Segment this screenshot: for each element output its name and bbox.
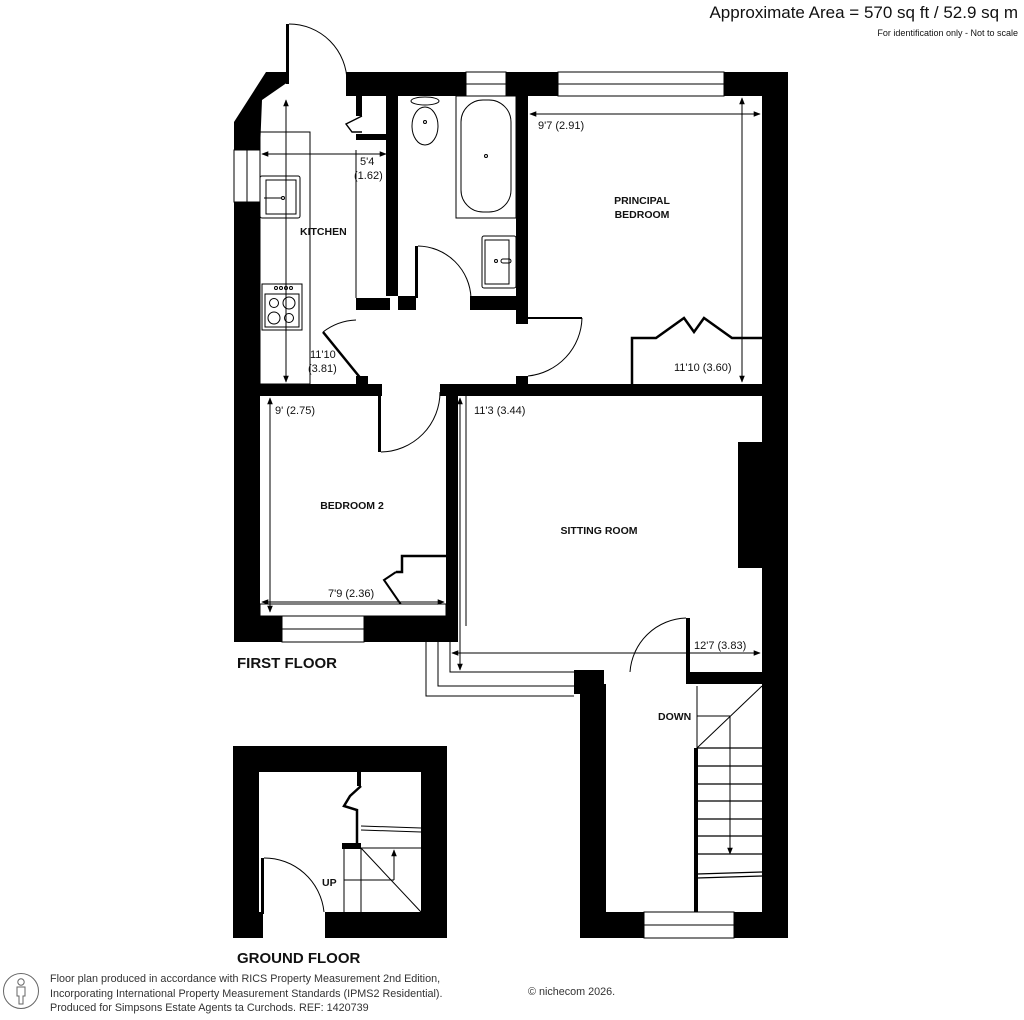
room-label-sitting-room: SITTING ROOM <box>561 525 638 537</box>
dim-principal-width: 9'7 (2.91) <box>538 120 584 132</box>
first-floor-label: FIRST FLOOR <box>237 655 337 672</box>
scale-disclaimer: For identification only - Not to scale <box>877 28 1018 38</box>
footer-credits: Floor plan produced in accordance with R… <box>50 972 442 1016</box>
dim-bedroom2-length: 9' (2.75) <box>275 405 315 417</box>
dim-sitting-width: 12'7 (3.83) <box>694 640 746 652</box>
dim-kitchen-length: 11'10 <box>310 349 336 361</box>
room-label-bedroom-2: BEDROOM 2 <box>320 500 384 512</box>
footer: Floor plan produced in accordance with R… <box>0 968 1024 1020</box>
stairs-up-label: UP <box>322 877 337 889</box>
dim-principal-length: 11'10 (3.60) <box>674 362 732 374</box>
floor-plan: KITCHEN 5'4 (1.62) 11'10 (3.81) PRINCIPA… <box>233 23 788 967</box>
stairs-down-label: DOWN <box>658 711 691 723</box>
footer-line-1: Floor plan produced in accordance with R… <box>50 973 441 985</box>
dim-kitchen-width: 5'4 <box>360 156 374 168</box>
ground-floor: UP GROUND FLOOR <box>233 746 447 967</box>
dim-bedroom2-width: 7'9 (2.36) <box>328 588 374 600</box>
footer-copyright: © nichecom 2026. <box>528 986 616 998</box>
dim-sitting-length: 11'3 (3.44) <box>474 405 525 417</box>
room-label-principal-2: BEDROOM <box>615 209 670 221</box>
dim-kitchen-length-m: (3.81) <box>308 363 337 375</box>
approximate-area: Approximate Area = 570 sq ft / 52.9 sq m <box>709 3 1018 22</box>
person-in-circle-icon <box>3 973 39 1009</box>
room-label-kitchen: KITCHEN <box>300 226 347 238</box>
footer-line-3: Produced for Simpsons Estate Agents ta C… <box>50 1002 369 1014</box>
dim-kitchen-width-m: (1.62) <box>354 170 383 182</box>
footer-line-2: Incorporating International Property Mea… <box>50 987 443 1000</box>
room-label-principal-1: PRINCIPAL <box>614 195 670 207</box>
ground-floor-label: GROUND FLOOR <box>237 950 360 967</box>
first-floor: KITCHEN 5'4 (1.62) 11'10 (3.81) PRINCIPA… <box>233 23 788 939</box>
area-header: Approximate Area = 570 sq ft / 52.9 sq m… <box>709 2 1018 38</box>
